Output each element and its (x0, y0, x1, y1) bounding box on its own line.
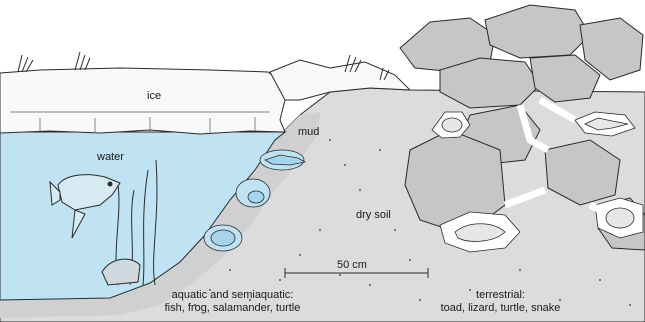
water-label: water (97, 151, 124, 164)
land-turtle-figure (606, 208, 634, 228)
ice-label: ice (147, 90, 161, 103)
terrestrial-caption-line2: toad, lizard, turtle, snake (423, 302, 578, 315)
aquatic-caption-line2: fish, frog, salamander, turtle (140, 302, 325, 315)
terrestrial-caption: terrestrial: toad, lizard, turtle, snake (423, 289, 578, 315)
scale-label: 50 cm (337, 259, 367, 272)
ice-sheet (0, 68, 285, 134)
aquatic-caption-line1: aquatic and semiaquatic: (140, 289, 325, 302)
dry-soil-label: dry soil (356, 209, 391, 222)
terrestrial-caption-line1: terrestrial: (423, 289, 578, 302)
frog-burrow-2 (248, 191, 264, 203)
aquatic-caption: aquatic and semiaquatic: fish, frog, sal… (140, 289, 325, 315)
aquatic-turtle-shell (211, 230, 235, 246)
toad-figure (442, 118, 462, 132)
mud-label: mud (298, 126, 319, 139)
rock-mid-1 (440, 58, 540, 108)
rock-top-2 (485, 5, 590, 58)
